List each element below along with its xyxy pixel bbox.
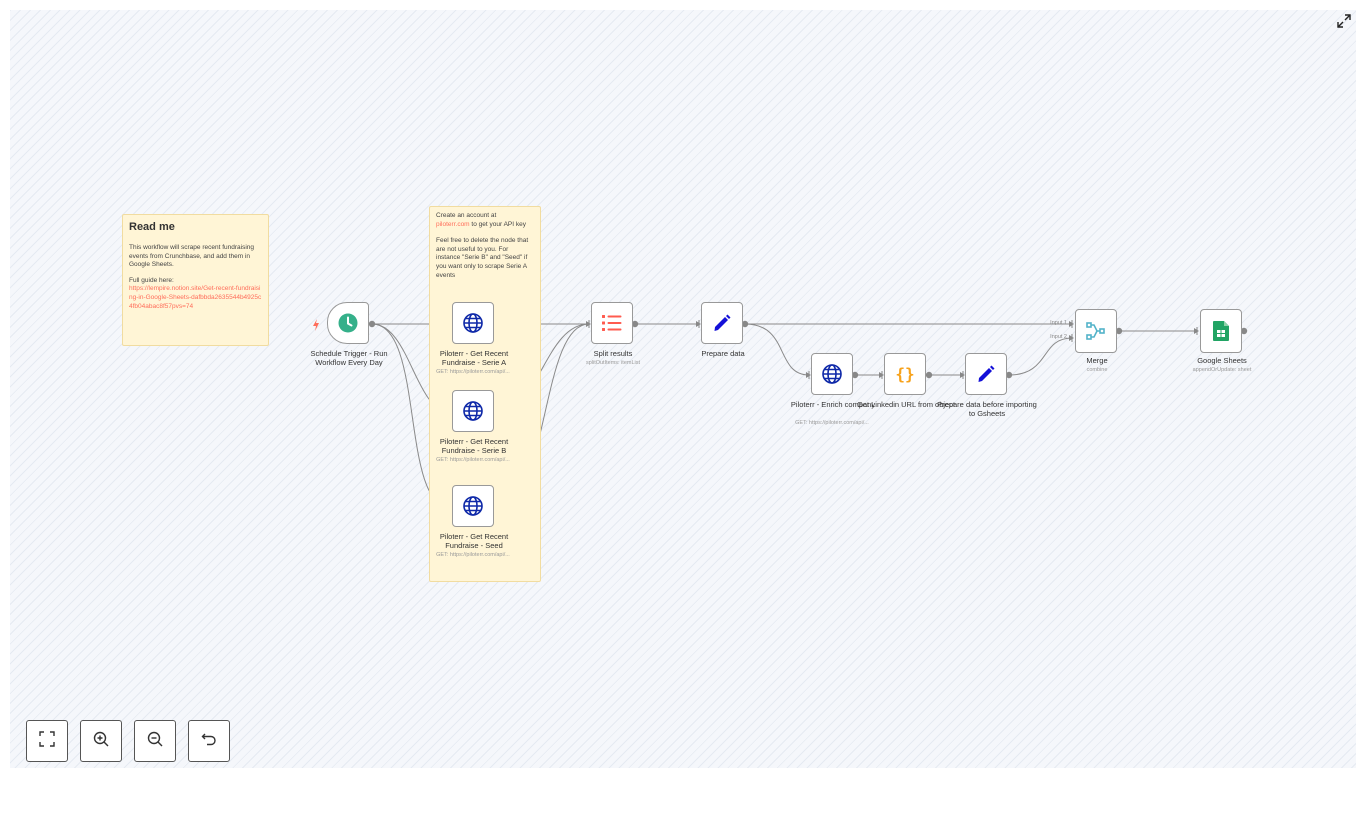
fullscreen-icon[interactable] — [1336, 13, 1352, 29]
api-note-line1-rest: to get your API key — [469, 220, 526, 228]
merge-node[interactable] — [1075, 309, 1117, 353]
globe-icon — [462, 312, 484, 334]
prepare-gsheets-node[interactable] — [965, 353, 1007, 395]
merge-subtitle: combine — [1086, 367, 1108, 373]
zoom-in-icon — [93, 731, 109, 752]
undo-icon — [201, 731, 217, 752]
clock-icon — [338, 313, 358, 333]
split-results-label: Split results — [593, 349, 633, 358]
seed-label: Piloterr - Get Recent Fundraise - Seed — [439, 532, 509, 550]
list-icon — [602, 314, 622, 332]
serie-b-subtitle: GET: https://piloterr.com/api/... — [436, 457, 510, 463]
globe-icon — [462, 495, 484, 517]
api-note-body: Feel free to delete the node that are no… — [436, 237, 529, 279]
google-sheets-icon — [1213, 321, 1229, 341]
merge-icon — [1086, 321, 1106, 341]
readme-guide-label: Full guide here: — [129, 276, 174, 284]
split-results-node[interactable] — [591, 302, 633, 344]
readme-note[interactable]: Read me This workflow will scrape recent… — [122, 214, 269, 346]
prepare-data-node[interactable] — [701, 302, 743, 344]
merge-label: Merge — [1086, 356, 1108, 365]
code-braces-icon: {} — [895, 364, 915, 384]
svg-text:{}: {} — [895, 365, 914, 384]
fit-view-button[interactable] — [26, 720, 68, 762]
serie-a-subtitle: GET: https://piloterr.com/api/... — [436, 369, 510, 375]
linkedin-url-label: Get Linkedin URL from object — [856, 400, 956, 409]
enrich-company-subtitle: GET: https://piloterr.com/api/... — [795, 420, 869, 426]
zoom-out-icon — [147, 731, 163, 752]
linkedin-url-node[interactable]: {} — [884, 353, 926, 395]
readme-guide-link[interactable]: https://lempire.notion.site/Get-recent-f… — [129, 285, 262, 310]
fit-view-icon — [39, 730, 55, 752]
readme-body: This workflow will scrape recent fundrai… — [129, 244, 254, 269]
globe-icon — [821, 363, 843, 385]
google-sheets-subtitle: appendOrUpdate: sheet — [1192, 367, 1252, 373]
google-sheets-node[interactable] — [1200, 309, 1242, 353]
serie-b-label: Piloterr - Get Recent Fundraise - Serie … — [439, 437, 509, 455]
enrich-company-node[interactable] — [811, 353, 853, 395]
zoom-in-button[interactable] — [80, 720, 122, 762]
seed-node[interactable] — [452, 485, 494, 527]
readme-title: Read me — [129, 221, 175, 233]
schedule-trigger-node[interactable] — [327, 302, 369, 344]
serie-a-node[interactable] — [452, 302, 494, 344]
serie-a-label: Piloterr - Get Recent Fundraise - Serie … — [439, 349, 509, 367]
pencil-icon — [976, 364, 996, 384]
split-results-subtitle: splitOutItems: itemList — [585, 360, 641, 366]
enrich-company-label: Piloterr - Enrich company — [790, 400, 876, 409]
reset-zoom-button[interactable] — [188, 720, 230, 762]
zoom-out-button[interactable] — [134, 720, 176, 762]
api-note-link[interactable]: piloterr.com — [436, 220, 470, 228]
trigger-bolt-icon — [312, 318, 320, 331]
prepare-data-label: Prepare data — [701, 349, 745, 358]
merge-input-1-label: Input 1 — [1050, 320, 1067, 326]
seed-subtitle: GET: https://piloterr.com/api/... — [436, 552, 510, 558]
pencil-icon — [712, 313, 732, 333]
serie-b-node[interactable] — [452, 390, 494, 432]
workflow-canvas[interactable] — [10, 10, 1356, 768]
google-sheets-label: Google Sheets — [1197, 356, 1247, 365]
prepare-gsheets-label: Prepare data before importing to Gsheets — [937, 400, 1037, 418]
api-note-line1: Create an account at — [436, 212, 497, 219]
merge-input-2-label: Input 2 — [1050, 334, 1067, 340]
globe-icon — [462, 400, 484, 422]
schedule-trigger-label: Schedule Trigger - Run Workflow Every Da… — [310, 349, 388, 367]
